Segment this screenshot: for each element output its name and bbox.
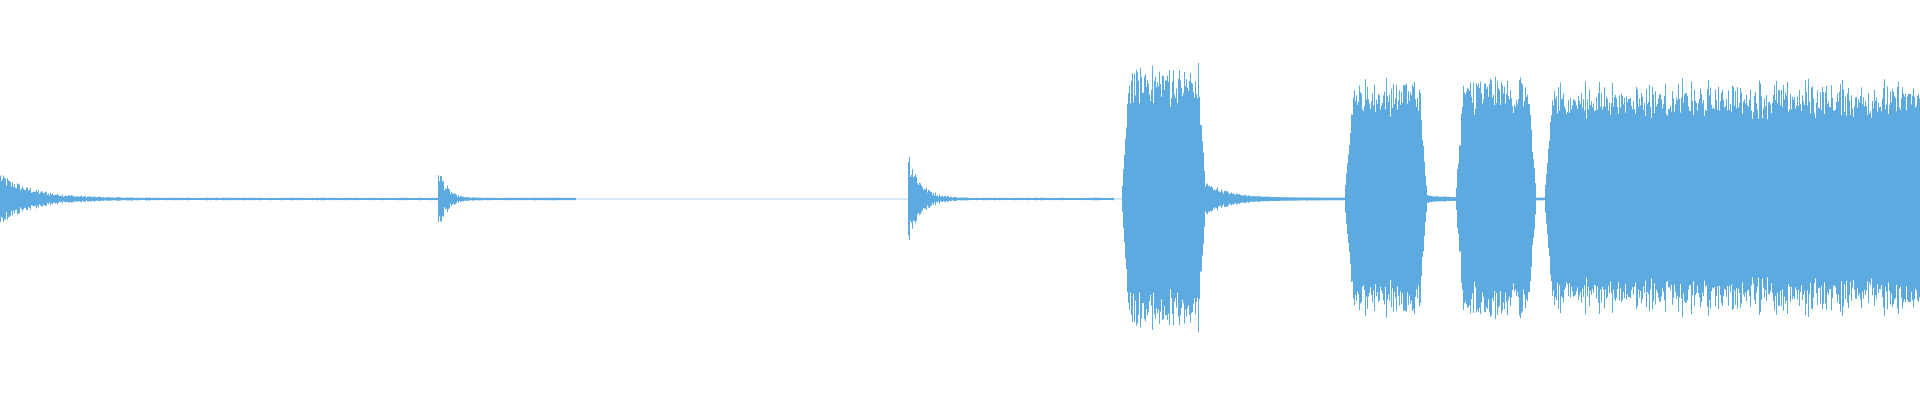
waveform-samples: [0, 62, 1920, 333]
